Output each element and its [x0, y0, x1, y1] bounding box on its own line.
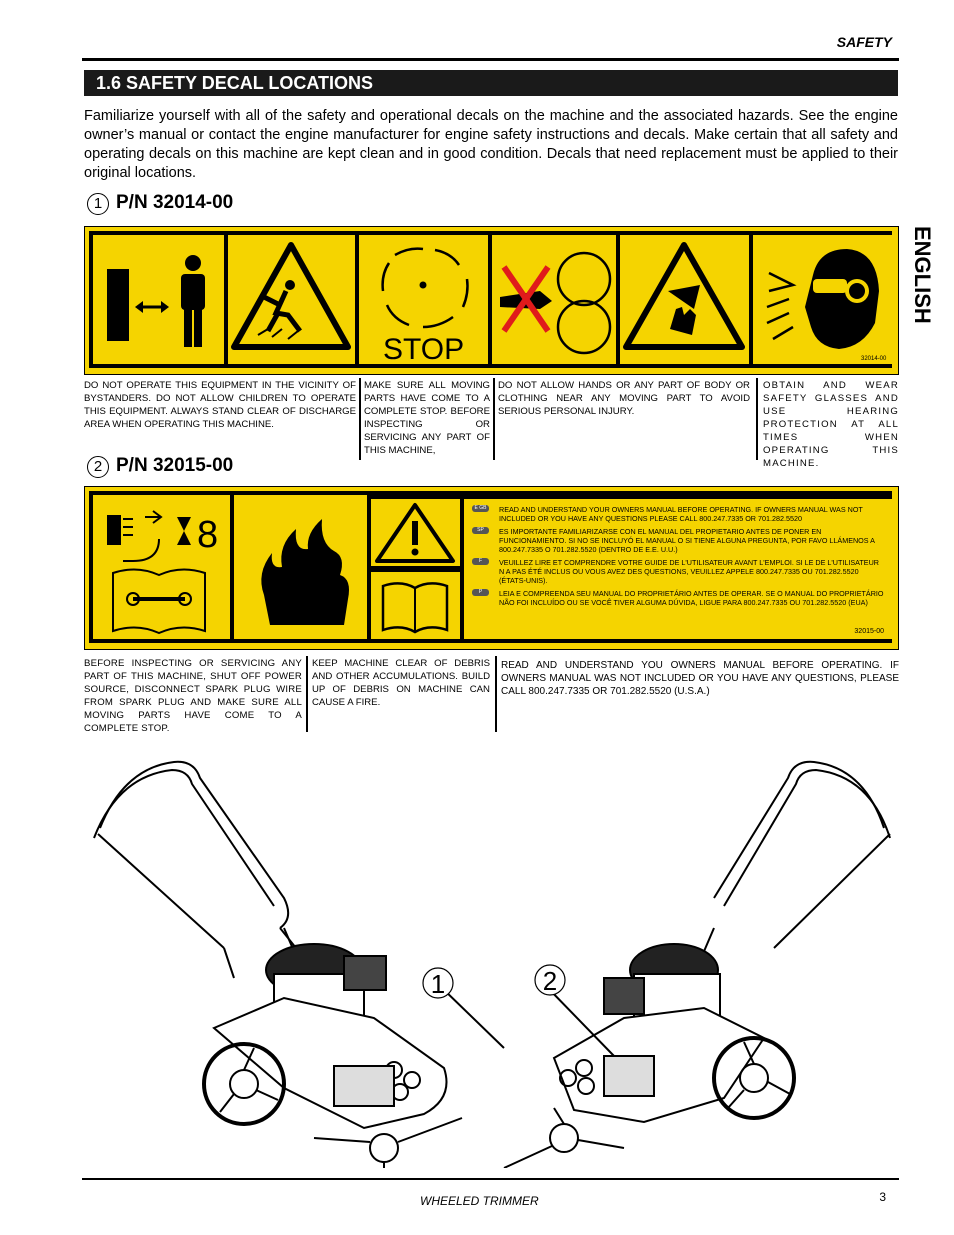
- page-number: 3: [879, 1190, 886, 1204]
- footer-title: WHEELED TRIMMER: [420, 1194, 539, 1208]
- callout-1: 1: [431, 969, 445, 999]
- warning-hand-cut-icon: [620, 235, 749, 364]
- decal-2-caption-3: READ AND UNDERSTAND YOU OWNERS MANUAL BE…: [501, 660, 899, 697]
- stop-rotation-icon: STOP: [359, 235, 488, 366]
- intro-paragraph: Familiarize yourself with all of the saf…: [84, 108, 898, 181]
- language-text: VEUILLEZ LIRE ET COMPRENDRE VOTRE GUIDE …: [499, 558, 879, 585]
- svg-text:32014-00: 32014-00: [861, 356, 887, 362]
- eye-ear-protection-icon: 32014-00: [753, 235, 892, 364]
- decal-1-caption-3: DO NOT ALLOW HANDS OR ANY PART OF BODY O…: [498, 380, 750, 417]
- lang-badge: SP: [472, 527, 489, 534]
- divider: [756, 378, 758, 460]
- language-text: LEIA E COMPREENDA SEU MANUAL DO PROPRIET…: [499, 589, 884, 607]
- svg-text:8: 8: [197, 514, 218, 556]
- decal-1-caption-2: MAKE SURE ALL MOVING PARTS HAVE COME TO …: [364, 380, 490, 456]
- section-title-bar: [84, 70, 898, 96]
- svg-text:ENGLISH: ENGLISH: [910, 226, 935, 324]
- read-manual-icon: [371, 572, 460, 639]
- lang-badge: E GB: [472, 505, 489, 512]
- divider: [306, 656, 308, 732]
- warning-exclamation-icon: [371, 499, 460, 566]
- language-text: READ AND UNDERSTAND YOUR OWNERS MANUAL B…: [499, 505, 863, 523]
- divider: [495, 656, 497, 732]
- lang-badge: F: [472, 558, 489, 565]
- decal-2: 8 E GB READ AND UNDERSTAND YOUR OWNERS MA…: [84, 486, 899, 650]
- decal-2-number: 2: [87, 456, 109, 478]
- decal-2-part-number: P/N 32015-00: [116, 455, 234, 476]
- warning-trip-hazard-icon: [228, 235, 355, 364]
- trimmer-decal-location-illustration: 1 2: [93, 760, 891, 1168]
- multilingual-manual-text: E GB READ AND UNDERSTAND YOUR OWNERS MANU…: [464, 499, 892, 639]
- decal-2-caption-2: KEEP MACHINE CLEAR OF DEBRIS AND OTHER A…: [312, 658, 490, 708]
- divider: [493, 378, 495, 460]
- svg-text:STOP: STOP: [383, 333, 464, 364]
- lang-badge: P: [472, 589, 489, 596]
- decal-1: STOP 32014-00: [84, 226, 899, 375]
- header-rule: [82, 58, 899, 61]
- decal-1-caption-4: OBTAIN AND WEAR SAFETY GLASSES AND USE H…: [763, 380, 899, 469]
- hand-entanglement-icon: [492, 235, 616, 364]
- decal-code: 32015-00: [854, 628, 884, 635]
- decal-2-caption-1: BEFORE INSPECTING OR SERVICING ANY PART …: [84, 658, 302, 734]
- language-text: ES IMPORTANTE FAMILIARIZARSE CON EL MANU…: [499, 527, 875, 554]
- decal-1-part-number: P/N 32014-00: [116, 192, 234, 213]
- bystander-distance-icon: [93, 235, 224, 364]
- callout-2: 2: [543, 966, 557, 996]
- fire-hazard-icon: [234, 495, 367, 639]
- decal-1-number: 1: [87, 193, 109, 215]
- section-label: SAFETY: [836, 34, 892, 50]
- english-side-tab: ENGLISH: [910, 226, 935, 324]
- footer-rule: [82, 1178, 899, 1180]
- decal-1-caption-1: DO NOT OPERATE THIS EQUIPMENT IN THE VIC…: [84, 380, 356, 430]
- divider: [359, 378, 361, 460]
- section-title: 1.6 SAFETY DECAL LOCATIONS: [96, 73, 374, 93]
- maintenance-manual-icon: 8: [93, 495, 230, 639]
